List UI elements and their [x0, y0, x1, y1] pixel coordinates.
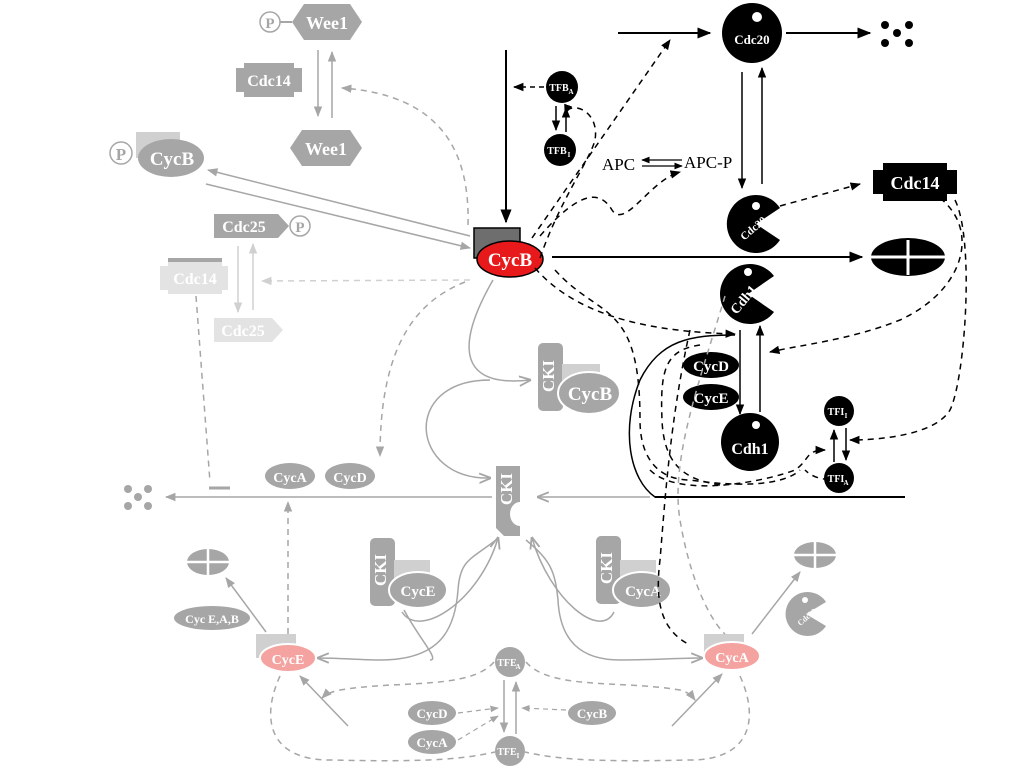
tfi-active-node: TFI A [824, 463, 854, 493]
tfe-a-sub: A [515, 663, 520, 671]
cdc20-top-label: Cdc20 [734, 32, 769, 47]
cki-free-node: CKI [496, 466, 520, 536]
cycd-black-node: CycD [683, 352, 739, 378]
degradation-ellipse-left [187, 549, 229, 575]
tfb-i-sub: I [568, 151, 571, 159]
tfi-inactive-node: TFI I [824, 396, 854, 426]
cdh1-inactive-node: Cdh1 [720, 264, 774, 325]
wee1-p-label: Wee1 [306, 13, 348, 33]
cdc25-phospho-p: P [295, 220, 304, 236]
cdc25-node: Cdc25 [214, 318, 283, 342]
degradation-dots-left [124, 485, 152, 510]
cycb-phospho-label: CycB [150, 149, 195, 170]
tfe-inactive-node: TFE I [495, 736, 525, 766]
cdh1-active-label: Cdh1 [731, 441, 768, 458]
tfe-a-label: TFE [497, 658, 517, 669]
cdh1-active-node: Cdh1 [721, 413, 779, 471]
wee1-node: Wee1 [290, 130, 362, 166]
degradation-ellipse-right [794, 542, 836, 568]
cki-cyca-label: CycA [625, 584, 661, 600]
cycb-phospho-node: P CycB [109, 132, 204, 177]
cyce-black-node: CycE [683, 384, 739, 410]
cycb-phospho-p: P [116, 145, 126, 164]
degradation-ellipse-black [871, 238, 945, 276]
phospho-label: P [265, 16, 274, 32]
tfi-i-sub: I [845, 412, 848, 420]
cki-cyce-cki-label: CKI [371, 554, 390, 587]
cdc20-inactive-node: Cdc20 [726, 194, 780, 253]
cki-cyca-cki-label: CKI [597, 552, 616, 585]
cycd-gray-bottom-label: CycD [416, 706, 447, 721]
cyce-black-label: CycE [694, 391, 729, 407]
cycd-gray-top-label: CycD [333, 471, 366, 486]
cyce-pink-label: CycE [272, 653, 305, 668]
cyca-gray-top-label: CycA [273, 471, 307, 486]
tfe-i-sub: I [517, 752, 520, 760]
cki-free-label: CKI [497, 473, 516, 506]
tfb-a-sub: A [568, 88, 573, 96]
cki-cyca-complex: CKI CycA [596, 536, 672, 609]
cdc14-light-node: Cdc14 [160, 258, 228, 294]
cyce-pink-node: CycE [256, 634, 317, 673]
cyca-gray-top-node: CycA [265, 463, 315, 489]
apc-p-label: APC-P [684, 153, 732, 172]
cycb-central-node: CycB [473, 227, 544, 278]
cdc14-black-node: Cdc14 [873, 163, 957, 201]
cki-cycb-cki-label: CKI [539, 360, 558, 393]
cki-cycb-complex: CKI CycB [538, 343, 621, 415]
apc-label: APC [602, 155, 635, 174]
tfi-i-label: TFI [828, 407, 845, 418]
cdc14-gray-node: Cdc14 [236, 63, 302, 97]
cki-cyce-complex: CKI CycE [370, 538, 448, 609]
cdc25-phospho-node: Cdc25 P [214, 214, 311, 238]
cdc14-black-label: Cdc14 [891, 173, 940, 193]
cycd-gray-top-node: CycD [325, 463, 375, 489]
cyc-eab-label: Cyc E,A,B [185, 612, 239, 626]
cycb-gray-bottom-node: CycB [568, 701, 616, 725]
cycd-black-label: CycD [693, 359, 729, 375]
tfb-inactive-node: TFB I [544, 134, 576, 166]
cyca-gray-bottom-node: CycA [408, 730, 456, 754]
cdc20-active-node: Cdc20 [722, 3, 782, 63]
wee1-phospho-node: P Wee1 [259, 4, 362, 40]
cdc14-light-label: Cdc14 [173, 271, 217, 288]
cyc-eab-node: Cyc E,A,B [174, 606, 250, 630]
cycb-central-label: CycB [488, 250, 533, 271]
tfb-a-label: TFB [549, 83, 569, 94]
tfb-active-node: TFB A [546, 71, 578, 103]
tfi-a-label: TFI [828, 474, 845, 485]
cdc25-label: Cdc25 [221, 323, 265, 340]
tfe-active-node: TFE A [495, 647, 525, 677]
tfi-a-sub: A [843, 479, 848, 487]
cki-cyce-label: CycE [401, 584, 436, 600]
cdc14-gray-label: Cdc14 [247, 73, 291, 90]
tfe-i-label: TFE [497, 747, 517, 758]
wee1-label: Wee1 [305, 139, 347, 159]
cyca-pink-node: CycA [703, 634, 761, 671]
cycd-gray-bottom-node: CycD [408, 701, 456, 725]
cyca-gray-bottom-label: CycA [416, 735, 448, 750]
cdc25-p-label: Cdc25 [222, 219, 266, 236]
degradation-dots-top [881, 21, 913, 47]
cki-cycb-label: CycB [568, 384, 613, 405]
cyca-pink-label: CycA [715, 651, 749, 666]
cdc20-gray-node: Cdc20 [785, 592, 826, 636]
cycb-gray-bottom-label: CycB [577, 706, 608, 721]
tfb-i-label: TFB [547, 146, 567, 157]
